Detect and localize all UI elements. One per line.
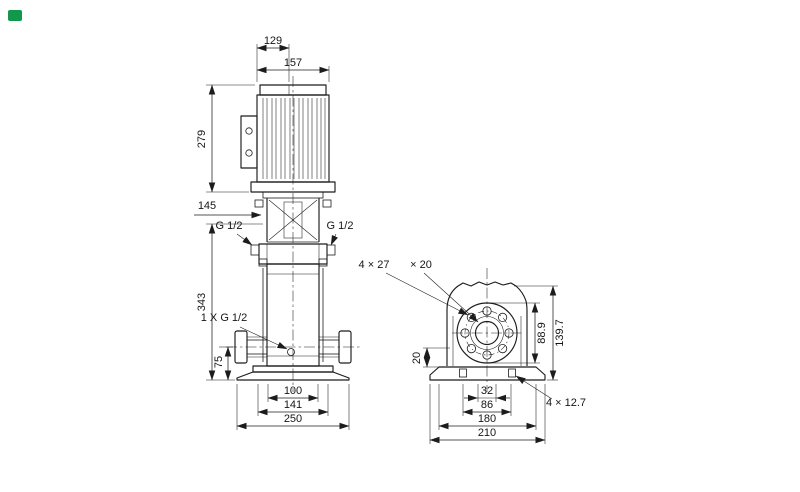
dim-139-7-label: 139.7 (554, 319, 566, 347)
flange-bore (474, 320, 500, 346)
drain-port-text: 1 X G 1/2 (201, 312, 247, 324)
dim-129: 129 (256, 35, 290, 82)
stool-bolt (254, 199, 264, 208)
brand-logo-icon (8, 10, 22, 21)
stool-bolt (322, 199, 332, 208)
dim-279: 279 (196, 84, 255, 193)
dim-141: 141 (257, 384, 329, 416)
dim-88-9-label: 88.9 (536, 322, 548, 343)
pump-end-outline (429, 268, 546, 392)
port-label-right: G 1/2 (327, 220, 354, 246)
end-base-plate (429, 366, 546, 381)
dim-32: 32 (464, 384, 510, 402)
terminal-box (240, 115, 258, 169)
dim-75-label: 75 (213, 356, 225, 368)
cable-entry (245, 127, 253, 135)
drain-port-label: 1 X G 1/2 (201, 312, 288, 350)
port-left-label: G 1/2 (216, 220, 243, 232)
base-bolt-slot (508, 368, 516, 378)
dim-157: 157 (256, 57, 330, 82)
dim-180-label: 180 (478, 413, 496, 425)
dim-139-7: 139.7 (514, 285, 566, 381)
drain-plug (287, 348, 295, 356)
base-feet (236, 371, 350, 381)
flange-holes-callout: 4 × 27 (359, 259, 469, 316)
dim-100-label: 100 (284, 385, 302, 397)
dim-145: 145 (194, 200, 262, 219)
dim-210-label: 210 (478, 427, 496, 439)
end-view: 4 × 27 × 20 20 88.9 139.7 (359, 259, 586, 444)
dim-157-label: 157 (284, 57, 302, 69)
base-bolt-slot (459, 368, 467, 378)
dim-129-label: 129 (264, 35, 282, 47)
dim-20: 20 (411, 347, 450, 368)
motor-fins (262, 98, 326, 179)
front-view: 129 157 279 145 G 1/2 G 1/2 (194, 35, 360, 430)
motor-stool-plate (262, 191, 324, 199)
port-right-label: G 1/2 (327, 220, 354, 232)
dim-145-label: 145 (198, 200, 216, 212)
dim-210: 210 (429, 384, 546, 444)
dim-32-label: 32 (481, 385, 493, 397)
cable-entry (245, 149, 253, 157)
pump-front-outline (226, 76, 360, 392)
dim-75: 75 (213, 346, 233, 381)
port-label-left: G 1/2 (216, 220, 253, 246)
dim-250-label: 250 (284, 413, 302, 425)
dim-343: 343 (196, 223, 263, 381)
dim-88-9: 88.9 (489, 302, 548, 364)
flange-outer-circle (456, 302, 518, 364)
dim-343-label: 343 (196, 293, 208, 311)
dim-279-label: 279 (196, 130, 208, 148)
dim-86: 86 (462, 384, 512, 416)
raised-face-circle (470, 316, 504, 350)
flange-hole2-label: × 20 (410, 259, 432, 271)
flange-hole2-callout: × 20 (410, 259, 479, 323)
flange-holes-label: 4 × 27 (359, 259, 390, 271)
base-holes-callout: 4 × 12.7 (515, 375, 586, 409)
dim-20-label: 20 (411, 352, 423, 364)
dim-100: 100 (267, 384, 319, 402)
port-plug-right (326, 244, 336, 256)
dim-141-label: 141 (284, 399, 302, 411)
base-holes-label: 4 × 12.7 (546, 397, 586, 409)
dim-180: 180 (438, 384, 537, 430)
port-plug-left (250, 244, 260, 256)
coupling (283, 201, 303, 239)
bolt-circle (464, 310, 510, 356)
dim-250: 250 (236, 384, 350, 430)
dim-86-label: 86 (481, 399, 493, 411)
